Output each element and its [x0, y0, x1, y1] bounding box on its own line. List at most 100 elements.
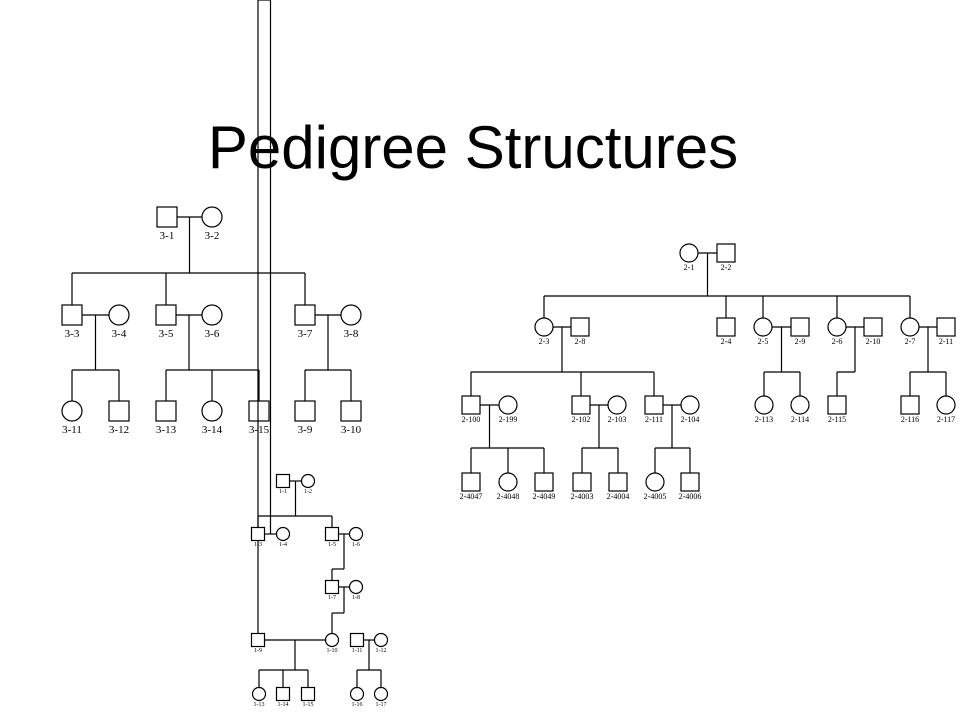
- female-symbol: [790, 395, 810, 415]
- female-symbol: [108, 304, 130, 326]
- member-label: 2-4004: [607, 492, 630, 501]
- member-label: 3-8: [344, 328, 359, 340]
- member-label: 2-3: [539, 337, 550, 346]
- member-label: 2-102: [572, 415, 591, 424]
- member-label: 1-1: [279, 489, 287, 495]
- member-label: 2-103: [608, 415, 627, 424]
- male-symbol: [936, 317, 956, 337]
- male-symbol: [790, 317, 810, 337]
- member-label: 3-7: [298, 328, 313, 340]
- male-symbol: [108, 400, 130, 422]
- member-label: 2-6: [832, 337, 843, 346]
- member-label: 1-15: [303, 702, 314, 708]
- female-symbol: [498, 395, 518, 415]
- male-symbol: [570, 317, 590, 337]
- member-label: 3-10: [341, 424, 362, 436]
- member-label: 1-7: [328, 595, 336, 601]
- female-symbol: [300, 473, 316, 489]
- female-symbol: [348, 526, 364, 542]
- member-label: 1-10: [327, 648, 338, 654]
- member-label: 3-5: [159, 328, 174, 340]
- member-label: 1-17: [376, 702, 387, 708]
- male-symbol: [155, 400, 177, 422]
- male-symbol: [340, 400, 362, 422]
- male-symbol: [572, 472, 592, 492]
- member-label: 3-12: [109, 424, 129, 436]
- member-label: 1-4: [279, 542, 287, 548]
- female-symbol: [373, 686, 389, 702]
- male-symbol: [61, 304, 83, 326]
- female-symbol: [900, 317, 920, 337]
- member-label: 1-13: [254, 702, 265, 708]
- member-label: 3-15: [249, 424, 270, 436]
- female-symbol: [348, 579, 364, 595]
- member-label: 3-3: [65, 328, 80, 340]
- member-label: 1-16: [352, 702, 363, 708]
- member-label: 1-5: [328, 542, 336, 548]
- member-label: 2-100: [462, 415, 481, 424]
- member-label: 2-104: [681, 415, 700, 424]
- member-label: 2-111: [645, 415, 663, 424]
- female-symbol: [754, 395, 774, 415]
- male-symbol: [461, 395, 481, 415]
- member-label: 2-4006: [679, 492, 702, 501]
- member-label: 3-4: [112, 328, 127, 340]
- female-symbol: [201, 400, 223, 422]
- member-label: 2-5: [758, 337, 769, 346]
- member-label: 3-1: [160, 230, 175, 242]
- female-symbol: [936, 395, 956, 415]
- member-label: 3-9: [298, 424, 313, 436]
- member-label: 1-3: [254, 542, 262, 548]
- member-label: 2-4: [721, 337, 732, 346]
- member-label: 3-14: [202, 424, 223, 436]
- member-label: 2-4049: [533, 492, 556, 501]
- male-symbol: [156, 206, 178, 228]
- member-label: 2-116: [901, 415, 919, 424]
- member-label: 2-11: [939, 337, 953, 346]
- member-label: 2-2: [721, 263, 732, 272]
- male-symbol: [827, 395, 847, 415]
- member-label: 2-7: [905, 337, 916, 346]
- female-symbol: [201, 206, 223, 228]
- member-label: 1-6: [352, 542, 360, 548]
- female-symbol: [61, 400, 83, 422]
- male-symbol: [534, 472, 554, 492]
- member-label: 3-6: [205, 328, 220, 340]
- slide-title: Pedigree Structures: [207, 114, 739, 181]
- male-symbol: [461, 472, 481, 492]
- member-label: 2-4003: [571, 492, 594, 501]
- member-label: 1-9: [254, 648, 262, 654]
- member-label: 2-199: [499, 415, 518, 424]
- female-symbol: [349, 686, 365, 702]
- female-symbol: [645, 472, 665, 492]
- member-label: 2-1: [684, 263, 695, 272]
- male-symbol: [275, 686, 291, 702]
- female-symbol: [373, 632, 389, 648]
- female-symbol: [201, 304, 223, 326]
- member-label: 3-13: [156, 424, 177, 436]
- female-symbol: [324, 632, 340, 648]
- female-symbol: [251, 686, 267, 702]
- male-symbol: [275, 473, 291, 489]
- female-symbol: [680, 395, 700, 415]
- male-symbol: [349, 632, 365, 648]
- member-label: 2-114: [791, 415, 809, 424]
- male-symbol: [900, 395, 920, 415]
- female-symbol: [827, 317, 847, 337]
- female-symbol: [534, 317, 554, 337]
- female-symbol: [607, 395, 627, 415]
- female-symbol: [498, 472, 518, 492]
- male-symbol: [571, 395, 591, 415]
- male-symbol: [608, 472, 628, 492]
- male-symbol: [248, 400, 270, 422]
- member-label: 1-8: [352, 595, 360, 601]
- male-symbol: [300, 686, 316, 702]
- member-label: 1-14: [278, 702, 289, 708]
- male-symbol: [644, 395, 664, 415]
- member-label: 2-117: [937, 415, 955, 424]
- female-symbol: [340, 304, 362, 326]
- member-label: 1-2: [304, 489, 312, 495]
- male-symbol: [324, 579, 340, 595]
- member-label: 2-8: [575, 337, 586, 346]
- member-label: 3-2: [205, 230, 220, 242]
